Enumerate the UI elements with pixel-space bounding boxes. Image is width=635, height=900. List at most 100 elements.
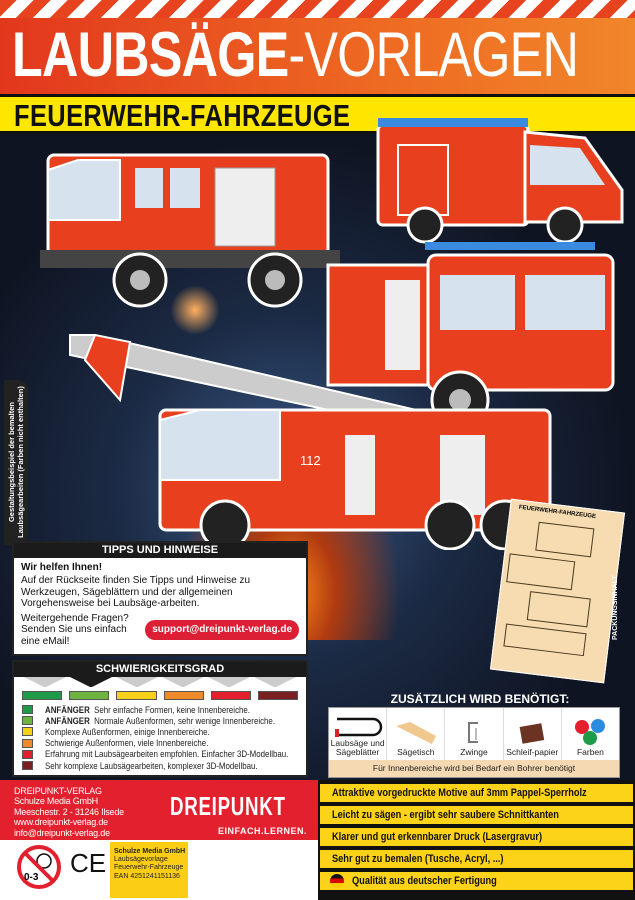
level-text: Normale Außenformen, sehr wenige Innenbe… <box>94 715 276 726</box>
truck-number: 112 <box>300 453 321 468</box>
level-pointer <box>24 677 66 687</box>
difficulty-box: SCHWIERIGKEITSGRAD ANFÄNGER Sehr einfache… <box>12 660 308 777</box>
publisher-footer <box>0 780 318 840</box>
level-swatch <box>22 727 33 737</box>
website-link[interactable]: www.dreipunkt-verlag.de <box>14 817 108 828</box>
label-line: Feuerwehr-Fahrzeuge <box>114 864 184 872</box>
email-link[interactable]: info@dreipunkt-verlag.de <box>14 827 110 838</box>
difficulty-bar <box>116 691 157 700</box>
hazard-stripes <box>0 0 635 20</box>
level-swatch <box>22 705 33 715</box>
difficulty-bar <box>210 691 251 700</box>
tips-box: TIPPS UND HINWEISE Wir helfen Ihnen! Auf… <box>12 541 308 656</box>
title-bold: LAUBSÄGE <box>12 20 289 90</box>
tips-body: Auf der Rückseite finden Sie Tipps und H… <box>21 575 251 609</box>
subtitle: FEUERWEHR-FAHRZEUGE <box>14 98 351 133</box>
level-swatch <box>22 761 33 771</box>
address-line: DREIPUNKT-VERLAG <box>14 786 102 796</box>
truck-hlf <box>40 153 340 308</box>
feature-item: Sehr gut zu bemalen (Tusche, Acryl, ...) <box>320 850 633 868</box>
drill-note: Für Innenbereiche wird bei Bedarf ein Bo… <box>329 760 619 777</box>
tips-lead: Wir helfen Ihnen! <box>21 562 103 573</box>
level-swatch <box>22 749 33 759</box>
difficulty-scale <box>14 689 306 704</box>
tool-paints: Farben <box>562 708 619 760</box>
level-description: Erfahrung mit Laubsägearbeiten empfohlen… <box>45 749 288 759</box>
feature-text: Klarer und gut erkennbarer Druck (Laserg… <box>332 831 543 843</box>
tool-label: Schleif-papier <box>506 747 559 757</box>
difficulty-level: ANFÄNGER Sehr einfache Formen, keine Inne… <box>14 704 306 715</box>
level-text: Komplexe Außenformen, einige Innenbereic… <box>45 726 210 737</box>
logo-slogan: EINFACH.LERNEN. <box>218 826 308 836</box>
feature-item: Qualität aus deutscher Fertigung <box>320 872 633 890</box>
level-swatch <box>22 716 33 726</box>
vertical-note: Gestaltungsbeispiel der bemalten Laubsäg… <box>4 380 28 545</box>
tool-label: Zwinge <box>460 747 488 757</box>
feature-item: Leicht zu sägen - ergibt sehr saubere Sc… <box>320 806 633 824</box>
tool-fretsaw: Laubsäge und Sägeblätter <box>329 708 388 760</box>
support-email-link[interactable]: support@dreipunkt-verlag.de <box>145 620 299 640</box>
level-pointer <box>254 677 296 687</box>
level-description: Schwierige Außenformen, viele Innenberei… <box>45 738 208 748</box>
level-text: Erfahrung mit Laubsägearbeiten empfohlen… <box>45 749 289 760</box>
level-description: ANFÄNGER Normale Außenformen, sehr wenige… <box>45 716 275 726</box>
difficulty-level: Erfahrung mit Laubsägearbeiten empfohlen… <box>14 749 306 760</box>
package-label: PACKUNGSINHALT <box>612 575 619 640</box>
difficulty-level: Sehr komplexe Laubsägearbeiten, komplexe… <box>14 760 306 771</box>
address-line: Schulze Media GmbH <box>14 796 98 807</box>
board-engravings <box>503 521 595 657</box>
difficulty-bar <box>22 691 63 700</box>
difficulty-bar <box>163 691 204 700</box>
saw-table-icon <box>395 722 436 744</box>
fretsaw-icon <box>334 717 382 737</box>
feature-item: Klarer und gut erkennbarer Druck (Laserg… <box>320 828 633 846</box>
difficulty-heading: SCHWIERIGKEITSGRAD <box>14 662 306 677</box>
clamp-icon <box>468 722 478 743</box>
features-list: Attraktive vorgedruckte Motive auf 3mm P… <box>318 780 635 900</box>
level-description: Sehr komplexe Laubsägearbeiten, komplexe… <box>45 761 258 771</box>
feature-text: Sehr gut zu bemalen (Tusche, Acryl, ...) <box>332 853 504 865</box>
needed-heading: ZUSÄTZLICH WIRD BENÖTIGT: <box>390 692 570 706</box>
level-label: ANFÄNGER <box>45 704 90 715</box>
level-text: Sehr einfache Formen, keine Innenbereich… <box>94 704 251 715</box>
subtitle-band <box>0 94 635 134</box>
level-label: ANFÄNGER <box>45 715 90 726</box>
vertical-note-text: Gestaltungsbeispiel der bemalten Laubsäg… <box>7 386 25 538</box>
difficulty-bar <box>257 691 299 700</box>
label-line: Laubsägevorlage <box>114 856 168 864</box>
german-flag-icon <box>330 874 344 888</box>
tool-saw-table: Sägetisch <box>387 708 446 760</box>
tips-heading: TIPPS UND HINWEISE <box>14 543 306 558</box>
difficulty-level: Komplexe Außenformen, einige Innenbereic… <box>14 726 306 737</box>
title-band <box>0 18 635 94</box>
level-pointer <box>162 677 204 687</box>
product-label: Schulze Media GmbH Laubsägevorlage Feuer… <box>110 842 188 898</box>
label-company: Schulze Media GmbH <box>114 848 186 855</box>
address-line: Meeschestr. 2 - 31246 Ilsede <box>14 806 124 817</box>
feature-text: Leicht zu sägen - ergibt sehr saubere Sc… <box>332 809 559 821</box>
truck-rtw <box>376 118 624 244</box>
difficulty-pointers <box>14 677 306 689</box>
light-glow <box>170 285 220 335</box>
level-pointer <box>116 677 158 687</box>
tips-question: Weitergehende Fragen? Senden Sie uns ein… <box>21 613 129 647</box>
sandpaper-icon <box>519 723 545 744</box>
page-title: LAUBSÄGE-VORLAGEN <box>12 20 579 90</box>
difficulty-legend: ANFÄNGER Sehr einfache Formen, keine Inne… <box>14 704 306 771</box>
level-text: Schwierige Außenformen, viele Innenberei… <box>45 738 209 749</box>
dreipunkt-logo: DREIPUNKT <box>170 791 286 821</box>
ean-code: EAN 4251241151136 <box>114 872 180 880</box>
feature-text: Qualität aus deutscher Fertigung <box>352 875 497 887</box>
feature-item: Attraktive vorgedruckte Motive auf 3mm P… <box>320 784 633 802</box>
level-description: Komplexe Außenformen, einige Innenbereic… <box>45 727 210 737</box>
tool-label: Sägetisch <box>397 747 435 757</box>
difficulty-level: ANFÄNGER Normale Außenformen, sehr wenige… <box>14 715 306 726</box>
level-text: Sehr komplexe Laubsägearbeiten, komplexe… <box>45 760 258 771</box>
tool-sandpaper: Schleif-papier <box>504 708 562 760</box>
tool-label: Laubsäge und Sägeblätter <box>330 738 385 757</box>
truck-dlk: 112 <box>69 333 552 550</box>
fire-trucks-illustration: 112 <box>40 118 624 550</box>
needed-tools: Laubsäge und Sägeblätter Sägetisch Zwing… <box>328 707 620 778</box>
title-light: -VORLAGEN <box>288 20 579 90</box>
package-board: FEUERWEHR-FAHRZEUGE <box>489 498 626 684</box>
